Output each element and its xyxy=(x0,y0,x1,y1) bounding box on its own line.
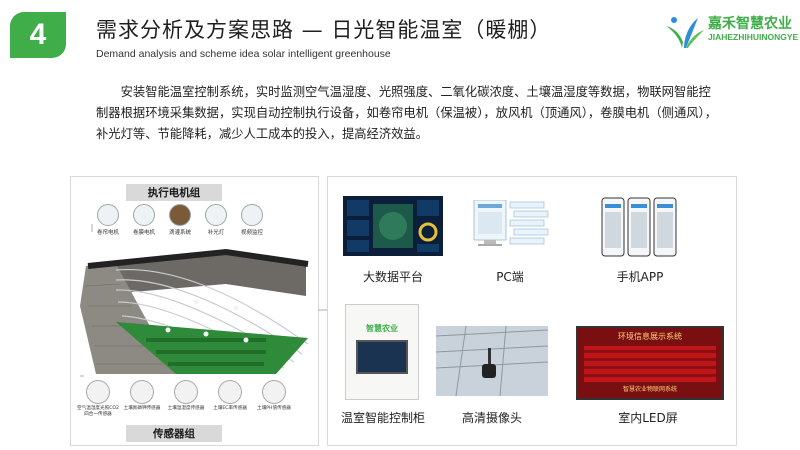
camera-icon xyxy=(241,204,263,226)
caption-control-cabinet: 温室智能控制柜 xyxy=(340,411,425,425)
led-screen-title: 环境信息展示系统 xyxy=(618,332,682,341)
led-screen-data-rows xyxy=(584,346,716,382)
cabinet-touch-screen xyxy=(356,340,408,374)
greenhouse-illustration xyxy=(80,248,309,374)
sensor-soil-ec: 土壤EC率传感器 xyxy=(208,380,252,412)
logo-name-en: JIAHEZHIHUINONGYE xyxy=(708,32,799,42)
actuator-drip-irrigation: 滴灌系统 xyxy=(160,204,200,236)
section-number-badge: 4 xyxy=(10,12,66,58)
led-screen-footer: 智慧农业物联网系统 xyxy=(622,386,677,393)
caption-led-screen: 室内LED屏 xyxy=(618,411,678,425)
cabinet-brand-label: 智慧农业 xyxy=(366,324,398,333)
big-data-platform-image xyxy=(343,196,443,256)
motor-icon xyxy=(97,204,119,226)
sensor-icon xyxy=(130,380,154,404)
sensor-icon xyxy=(174,380,198,404)
hd-camera-image xyxy=(436,326,548,396)
page-title: 需求分析及方案思路 — 日光智能温室（暖棚） xyxy=(96,18,552,42)
actuator-film-motor: 卷膜电机 xyxy=(124,204,164,236)
page-subtitle: Demand analysis and scheme idea solar in… xyxy=(96,48,391,60)
caption-big-data-platform: 大数据平台 xyxy=(362,270,423,284)
led-screen-image: 环境信息展示系统 智慧农业物联网系统 xyxy=(576,326,724,400)
sensor-icon xyxy=(262,380,286,404)
pc-client-image xyxy=(473,200,549,246)
actuator-group-label: 执行电机组 xyxy=(126,184,222,201)
sensor-soil-ph: 土壤PH值传感器 xyxy=(252,380,296,412)
intro-paragraph: 安装智能温室控制系统，实时监测空气温湿度、光照强度、二氧化碳浓度、土壤温湿度等数… xyxy=(96,85,717,141)
sensor-soil-temp-humidity: 土壤温湿度传感器 xyxy=(164,380,208,412)
caption-pc-client: PC端 xyxy=(496,270,524,284)
sensor-air-4in1: 空气温湿度光照CO2四合一传感器 xyxy=(76,380,120,417)
actuator-video-monitor: 视频监控 xyxy=(232,204,272,236)
irrigation-icon xyxy=(169,204,191,226)
control-cabinet-image: 智慧农业 xyxy=(345,304,419,400)
lamp-icon xyxy=(205,204,227,226)
sensor-icon xyxy=(218,380,242,404)
sensor-icon xyxy=(86,380,110,404)
sensor-group-label: 传感器组 xyxy=(126,425,222,442)
mobile-app-image xyxy=(601,197,677,257)
motor-icon xyxy=(133,204,155,226)
caption-hd-camera: 高清摄像头 xyxy=(461,411,522,425)
sensor-soil-npk: 土壤氮磷钾传感器 xyxy=(120,380,164,412)
actuator-grow-light: 补光灯 xyxy=(196,204,236,236)
logo-icon xyxy=(666,17,704,48)
caption-mobile-app: 手机APP xyxy=(616,270,664,284)
logo-name-cn: 嘉禾智慧农业 xyxy=(708,16,792,32)
actuator-roller-motor: 卷帘电机 xyxy=(88,204,128,236)
